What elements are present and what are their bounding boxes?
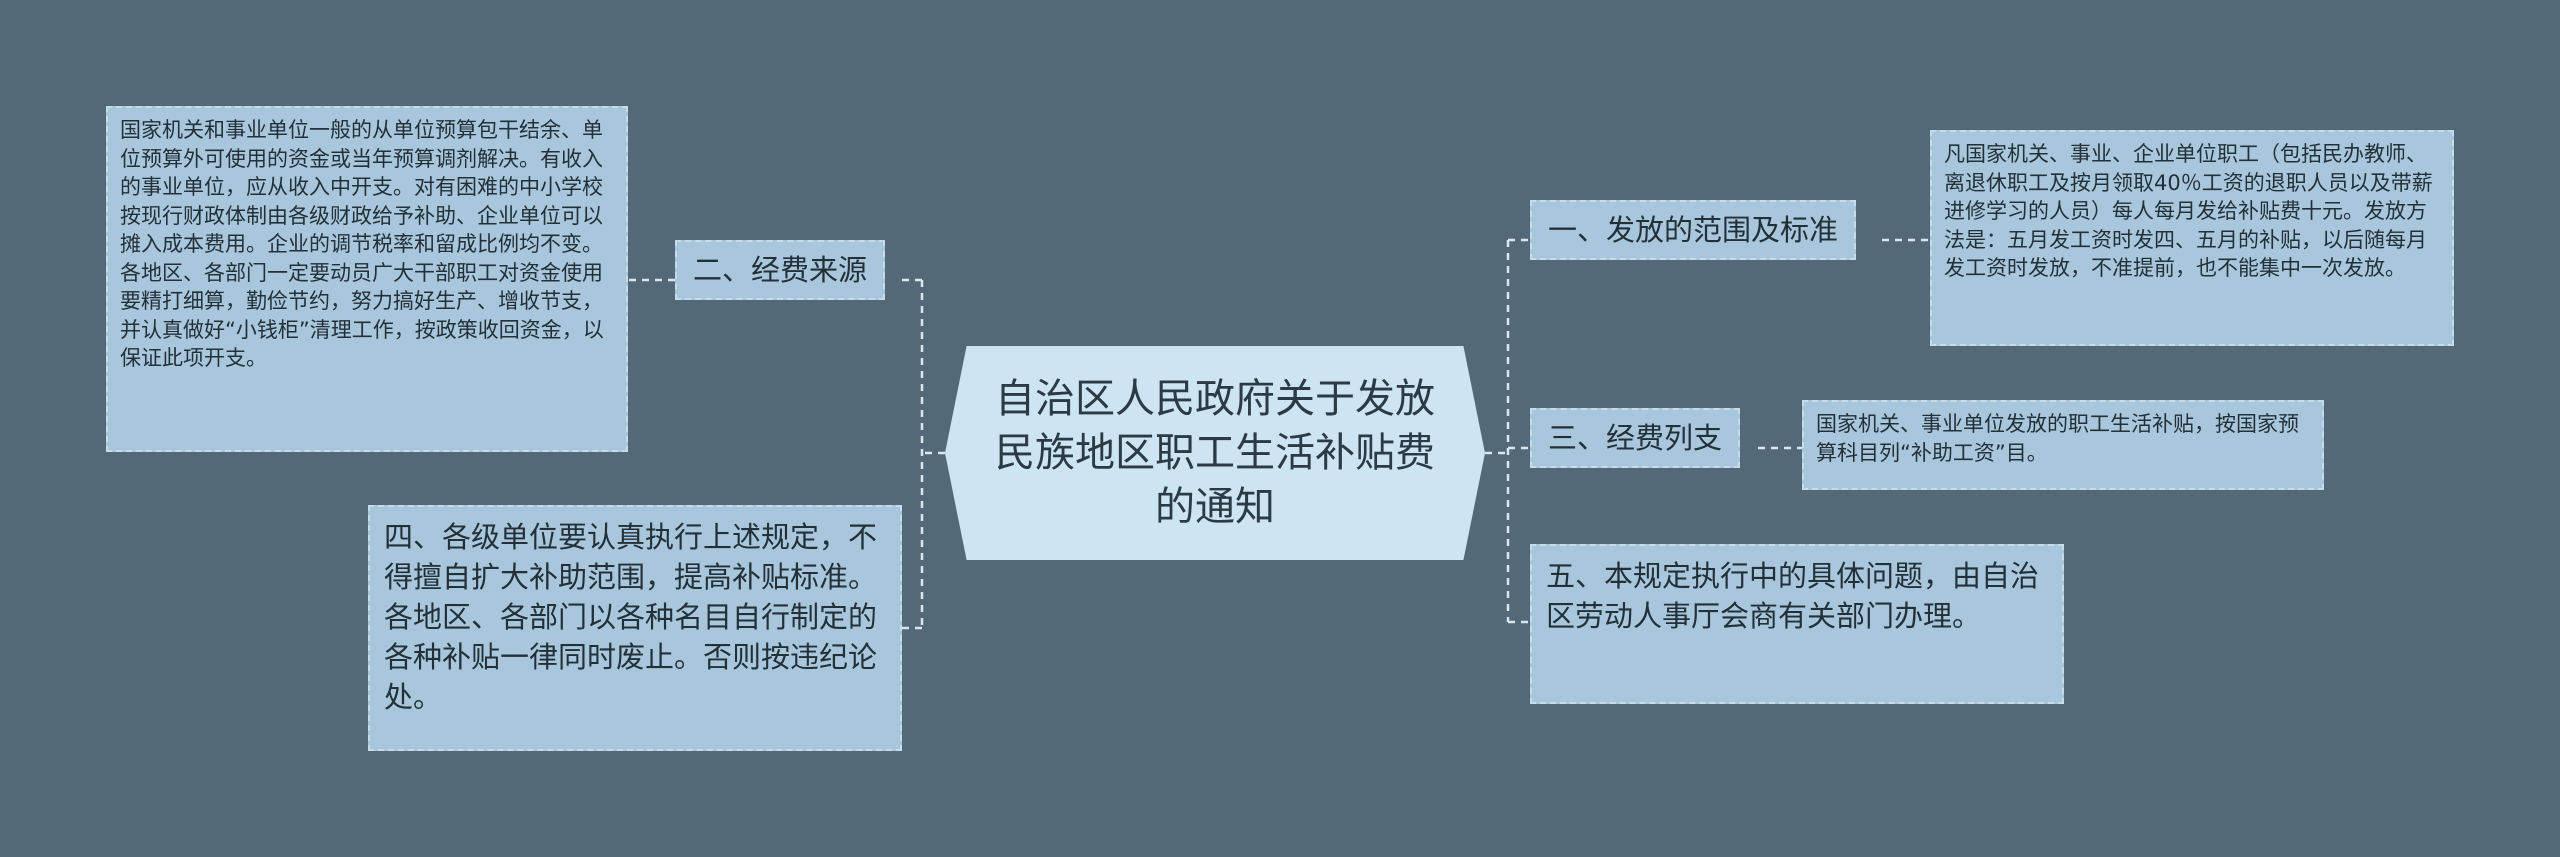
branch-funding-source[interactable]: 二、经费来源 xyxy=(675,240,886,300)
root-title: 自治区人民政府关于发放民族地区职工生活补贴费的通知 xyxy=(995,376,1435,530)
branch-scope-and-standard[interactable]: 一、发放的范围及标准 xyxy=(1530,200,1857,260)
branch-label: 四、各级单位要认真执行上述规定，不得擅自扩大补助范围，提高补贴标准。各地区、各部… xyxy=(384,520,878,714)
detail-text: 凡国家机关、事业、企业单位职工（包括民办教师、离退休职工及按月领取40％工资的退… xyxy=(1944,142,2433,280)
branch-label: 五、本规定执行中的具体问题，由自治区劳动人事厅会商有关部门办理。 xyxy=(1546,559,2040,633)
branch-label: 二、经费来源 xyxy=(693,253,868,287)
detail-text: 国家机关、事业单位发放的职工生活补贴，按国家预算科目列“补助工资”目。 xyxy=(1816,412,2299,465)
branch-specific-issues[interactable]: 五、本规定执行中的具体问题，由自治区劳动人事厅会商有关部门办理。 xyxy=(1530,544,2064,704)
root-topic: 自治区人民政府关于发放民族地区职工生活补贴费的通知 xyxy=(945,346,1485,560)
branch-label: 一、发放的范围及标准 xyxy=(1548,213,1839,247)
branch-strict-execution[interactable]: 四、各级单位要认真执行上述规定，不得擅自扩大补助范围，提高补贴标准。各地区、各部… xyxy=(368,505,902,751)
branch-expense-listing[interactable]: 三、经费列支 xyxy=(1530,408,1741,468)
detail-scope-and-standard: 凡国家机关、事业、企业单位职工（包括民办教师、离退休职工及按月领取40％工资的退… xyxy=(1930,130,2454,346)
detail-funding-source: 国家机关和事业单位一般的从单位预算包干结余、单位预算外可使用的资金或当年预算调剂… xyxy=(106,106,628,452)
branch-label: 三、经费列支 xyxy=(1548,421,1723,455)
detail-text: 国家机关和事业单位一般的从单位预算包干结余、单位预算外可使用的资金或当年预算调剂… xyxy=(120,118,604,370)
detail-expense-listing: 国家机关、事业单位发放的职工生活补贴，按国家预算科目列“补助工资”目。 xyxy=(1802,400,2324,490)
